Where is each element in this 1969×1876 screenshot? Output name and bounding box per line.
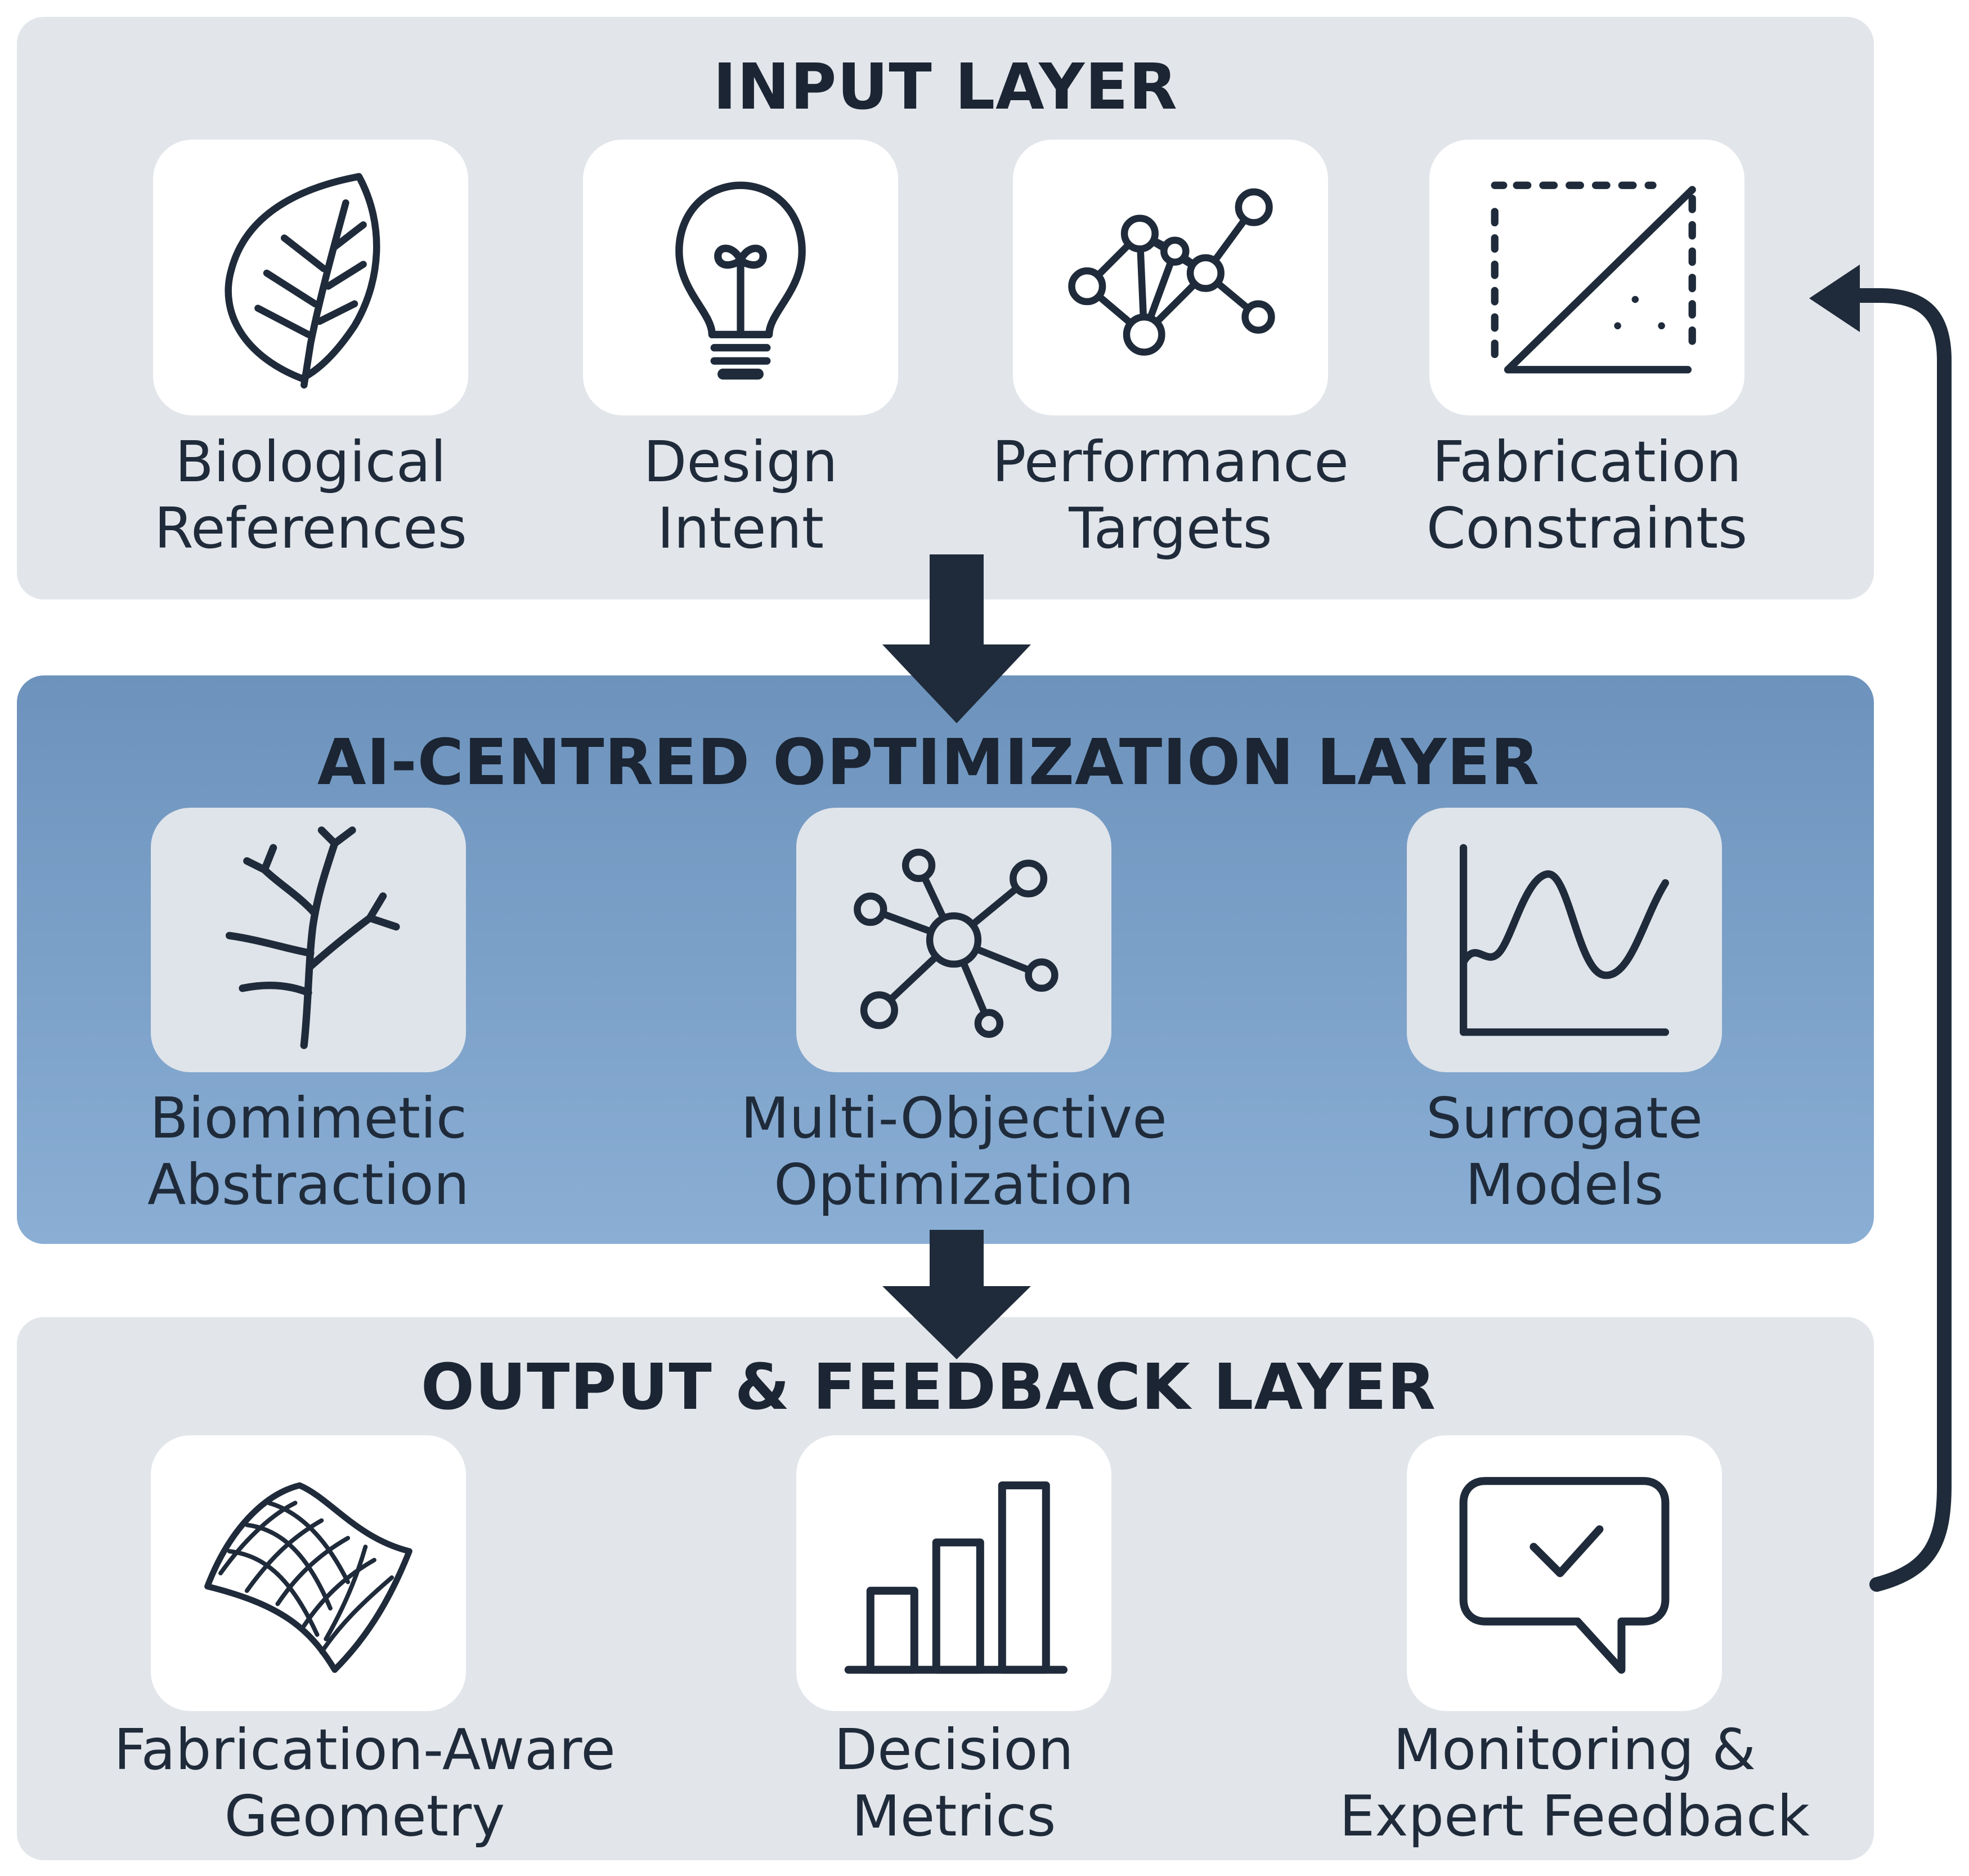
decision-metrics-card <box>796 1435 1111 1711</box>
monitoring-expert-feedback-label: Monitoring &Expert Feedback <box>1339 1717 1810 1849</box>
multi-objective-optimization-card <box>796 808 1111 1072</box>
hub-network-icon <box>854 848 1058 1038</box>
input-to-ai-arrow <box>882 554 1031 723</box>
fabrication-aware-geometry-card <box>151 1435 466 1711</box>
branch-icon <box>225 826 400 1049</box>
ai-layer-title: AI-CENTRED OPTIMIZATION LAYER <box>317 726 1540 799</box>
design-intent-card <box>583 140 898 415</box>
biomimetic-abstraction-card <box>151 808 466 1072</box>
output-layer-title: OUTPUT & FEEDBACK LAYER <box>420 1351 1437 1424</box>
bar-chart-icon <box>844 1481 1068 1674</box>
triangle-bounds-icon <box>1491 181 1696 374</box>
input-layer-panel: INPUT LAYER <box>17 17 1874 599</box>
wave-chart-icon <box>1459 844 1670 1036</box>
performance-targets-card <box>1013 140 1328 415</box>
network-nodes-icon <box>1068 188 1275 356</box>
mesh-surface-icon <box>204 1482 412 1673</box>
biological-references-card <box>153 140 468 415</box>
input-layer-title: INPUT LAYER <box>712 51 1178 124</box>
lightbulb-icon <box>675 181 806 380</box>
fabrication-constraints-card <box>1429 140 1744 415</box>
ai-to-output-arrow <box>882 1230 1031 1359</box>
speech-check-icon <box>1459 1477 1670 1674</box>
surrogate-models-card <box>1407 808 1722 1072</box>
output-feedback-layer-panel: OUTPUT & FEEDBACK LAYER Fabrica <box>17 1317 1874 1860</box>
leaf-icon <box>225 173 380 389</box>
ai-optimization-layer-panel: AI-CENTRED OPTIMIZATION LAYER Biomimet <box>17 675 1874 1244</box>
monitoring-expert-feedback-card <box>1407 1435 1722 1711</box>
